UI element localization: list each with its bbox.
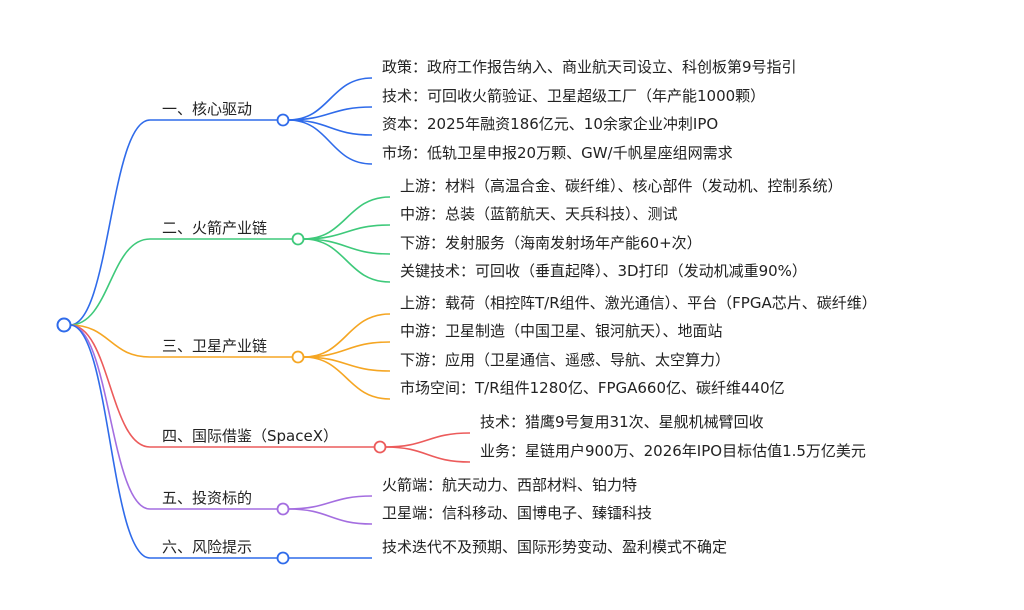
leaf-label-6-1: 技术迭代不及预期、国际形势变动、盈利模式不确定 <box>382 538 727 556</box>
leaf-label-3-1: 上游：载荷（相控阵T/R组件、激光通信）、平台（FPGA芯片、碳纤维） <box>400 294 877 312</box>
branch-label-1: 一、核心驱动 <box>162 100 252 118</box>
branch-connector-5 <box>69 324 151 510</box>
leaf-label-3-3: 下游：应用（卫星通信、遥感、导航、太空算力） <box>400 351 730 369</box>
leaf-label-2-3: 下游：发射服务（海南发射场年产能60+次） <box>400 234 702 252</box>
branch-connector-6 <box>69 324 151 559</box>
leaf-label-2-2: 中游：总装（蓝箭航天、天兵科技）、测试 <box>400 205 678 223</box>
leaf-connector-3-3 <box>302 356 391 372</box>
leaf-connector-2-1 <box>302 196 391 240</box>
branch-label-6: 六、风险提示 <box>162 538 252 556</box>
branch-label-2: 二、火箭产业链 <box>162 219 267 237</box>
leaf-label-5-2: 卫星端：信科移动、国博电子、臻镭科技 <box>382 504 652 522</box>
branch-label-3: 三、卫星产业链 <box>162 337 267 355</box>
leaf-label-4-2: 业务：星链用户900万、2026年IPO目标估值1.5万亿美元 <box>480 442 866 460</box>
connector-layer <box>69 77 471 559</box>
leaf-connector-4-2 <box>384 446 471 463</box>
branch-connector-2 <box>69 238 151 326</box>
branch-connector-3 <box>69 324 151 358</box>
branch-node-6[interactable] <box>276 551 290 565</box>
branch-connector-1 <box>69 119 151 326</box>
leaf-label-1-1: 政策：政府工作报告纳入、商业航天司设立、科创板第9号指引 <box>382 58 797 76</box>
branch-connector-4 <box>69 324 151 448</box>
leaf-label-2-4: 关键技术：可回收（垂直起降）、3D打印（发动机减重90%） <box>400 262 807 280</box>
leaf-connector-2-2 <box>302 224 391 240</box>
leaf-connector-3-2 <box>302 341 391 358</box>
leaf-label-2-1: 上游：材料（高温合金、碳纤维）、核心部件（发动机、控制系统） <box>400 177 843 195</box>
branch-node-3[interactable] <box>291 350 305 364</box>
branch-label-4: 四、国际借鉴（SpaceX） <box>162 427 338 445</box>
node-layer: 一、核心驱动 政策：政府工作报告纳入、商业航天司设立、科创板第9号指引技术：可回收… <box>162 58 877 565</box>
leaf-label-1-4: 市场：低轨卫星申报20万颗、GW/千帆星座组网需求 <box>382 144 733 162</box>
leaf-label-5-1: 火箭端：航天动力、西部材料、铂力特 <box>382 476 637 494</box>
leaf-connector-4-1 <box>384 432 471 448</box>
branch-label-5: 五、投资标的 <box>162 489 252 507</box>
leaf-label-1-2: 技术：可回收火箭验证、卫星超级工厂（年产能1000颗） <box>382 87 765 105</box>
branch-node-2[interactable] <box>291 232 305 246</box>
leaf-label-3-2: 中游：卫星制造（中国卫星、银河航天）、地面站 <box>400 322 723 340</box>
leaf-label-3-4: 市场空间：T/R组件1280亿、FPGA660亿、碳纤维440亿 <box>400 379 785 397</box>
branch-node-5[interactable] <box>276 502 290 516</box>
leaf-label-4-1: 技术：猎鹰9号复用31次、星舰机械臂回收 <box>480 413 764 431</box>
leaf-connector-5-2 <box>287 508 373 525</box>
leaf-connector-2-4 <box>302 238 391 283</box>
leaf-label-1-3: 资本：2025年融资186亿元、10余家企业冲刺IPO <box>382 115 718 133</box>
branch-node-1[interactable] <box>276 113 290 127</box>
root-node[interactable] <box>56 317 72 333</box>
leaf-connector-5-1 <box>287 495 373 510</box>
leaf-connector-1-3 <box>287 119 373 136</box>
leaf-connector-2-3 <box>302 238 391 255</box>
leaf-connector-1-1 <box>287 77 373 121</box>
leaf-connector-3-4 <box>302 356 391 400</box>
branch-node-4[interactable] <box>373 440 387 454</box>
leaf-connector-3-1 <box>302 313 391 358</box>
leaf-connector-1-4 <box>287 119 373 165</box>
